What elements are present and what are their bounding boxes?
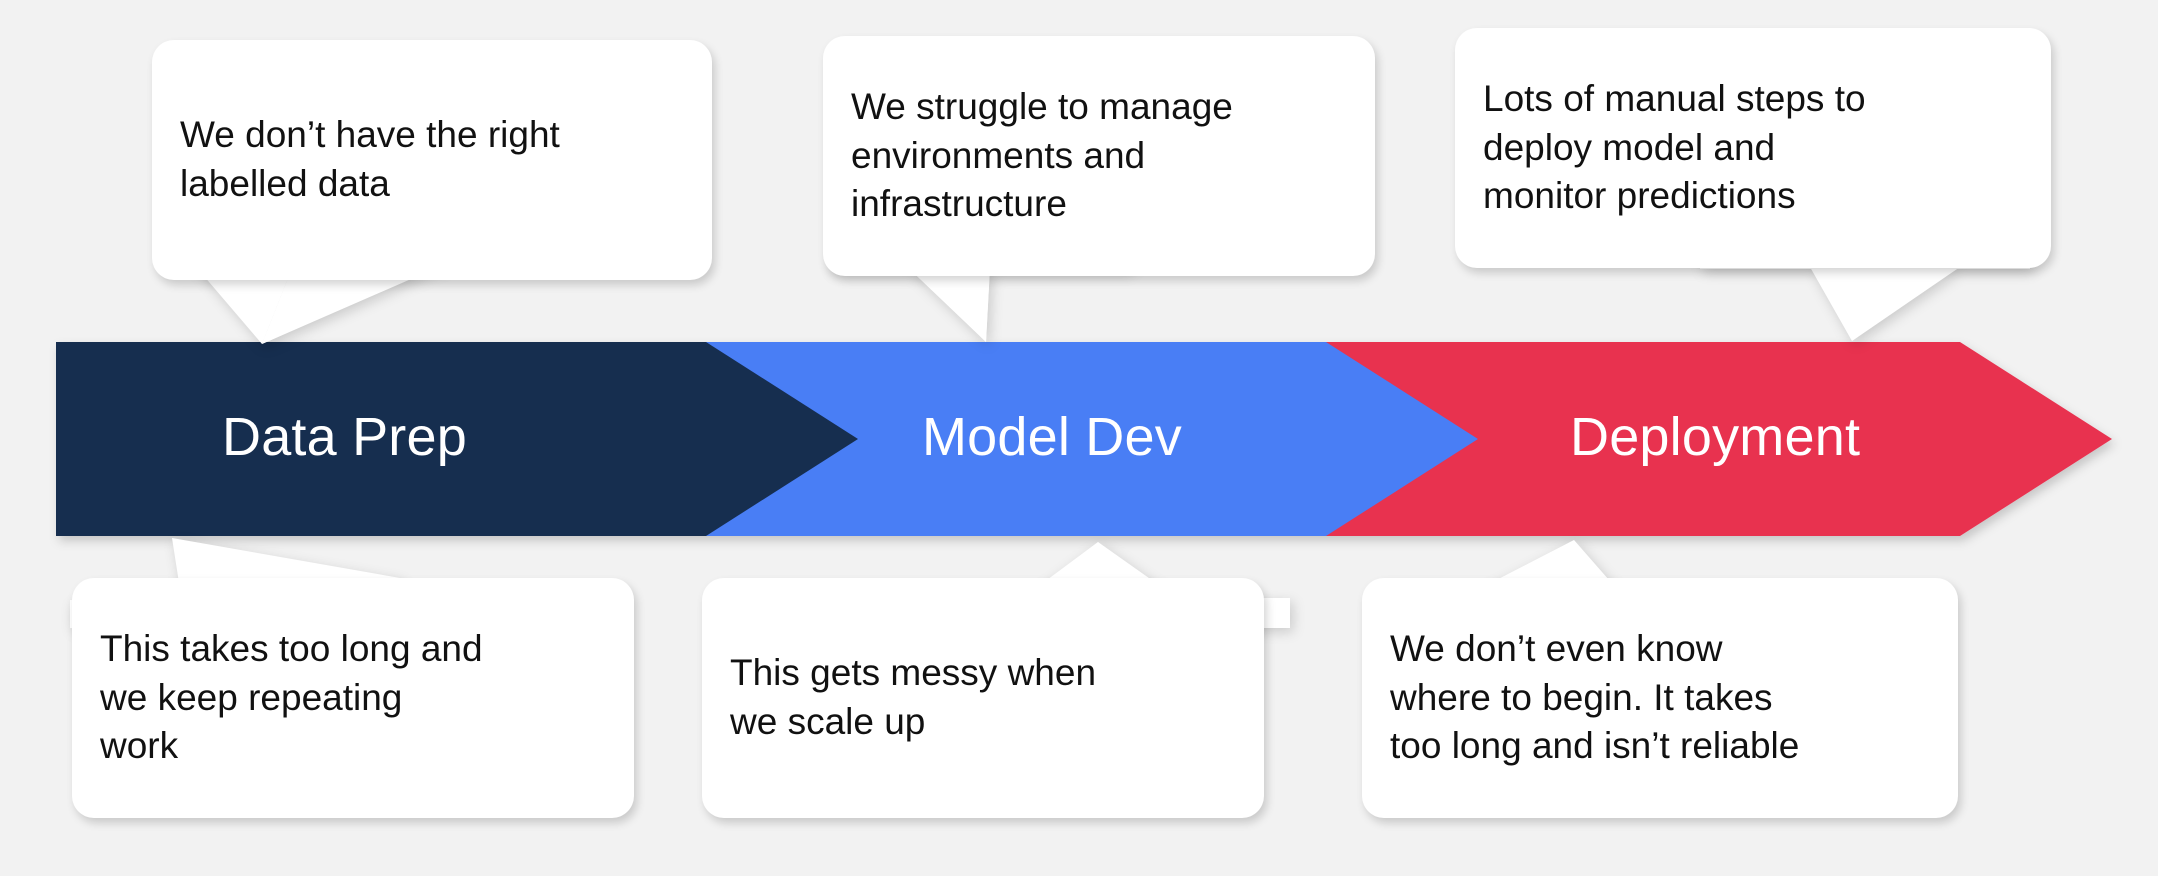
callout-bubble-bottom-3[interactable]: We don’t even know where to begin. It ta… <box>1362 578 1958 818</box>
callout-bubble-bottom-1[interactable]: This takes too long and we keep repeatin… <box>72 578 634 818</box>
callout-bubble-top-3[interactable]: Lots of manual steps to deploy model and… <box>1455 28 2051 268</box>
callout-text-bottom-3: We don’t even know where to begin. It ta… <box>1390 627 1800 767</box>
callout-text-top-2: We struggle to manage environments and i… <box>851 85 1233 225</box>
callout-bubble-top-1[interactable]: We don’t have the right labelled data <box>152 40 712 280</box>
stage-label-deployment: Deployment <box>1570 407 1861 467</box>
callout-text-bottom-1: This takes too long and we keep repeatin… <box>100 627 483 767</box>
stage-label-model-dev: Model Dev <box>922 407 1182 467</box>
callout-text-top-3: Lots of manual steps to deploy model and… <box>1483 77 1866 217</box>
callout-text-top-1: We don’t have the right labelled data <box>180 114 560 204</box>
stage-label-data-prep: Data Prep <box>222 407 467 467</box>
callout-text-bottom-2: This gets messy when we scale up <box>730 652 1097 742</box>
callout-bubble-top-2[interactable]: We struggle to manage environments and i… <box>823 36 1375 276</box>
callout-bubble-bottom-2[interactable]: This gets messy when we scale up <box>702 578 1264 818</box>
